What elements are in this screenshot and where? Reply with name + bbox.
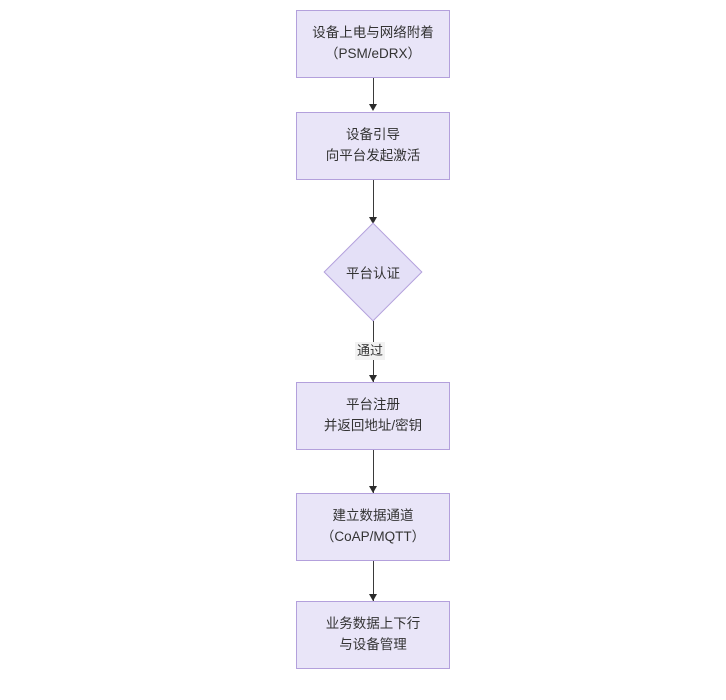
- node-platform-auth[interactable]: 平台认证: [323, 222, 423, 322]
- arrowhead-platform-auth: [368, 217, 377, 224]
- node-platform-register-line-2: 并返回地址/密钥: [323, 418, 423, 433]
- edge-register-to-data-channel: [373, 450, 374, 493]
- node-bootstrap[interactable]: 设备引导 向平台发起激活: [296, 112, 450, 180]
- arrowhead-service-data: [368, 594, 377, 601]
- node-data-channel[interactable]: 建立数据通道 （CoAP/MQTT）: [296, 493, 450, 561]
- arrowhead-platform-register: [368, 375, 377, 382]
- node-platform-register[interactable]: 平台注册 并返回地址/密钥: [296, 382, 450, 450]
- edge-power-on-to-bootstrap: [373, 78, 374, 106]
- node-service-data-line-2: 与设备管理: [339, 637, 407, 652]
- node-service-data-line-1: 业务数据上下行: [325, 616, 421, 632]
- node-data-channel-line-1: 建立数据通道: [332, 508, 414, 524]
- node-bootstrap-line-2: 向平台发起激活: [325, 148, 421, 163]
- node-platform-auth-label: 平台认证: [346, 266, 400, 281]
- node-power-on-line-2: （PSM/eDRX）: [324, 46, 422, 61]
- node-power-on[interactable]: 设备上电与网络附着 （PSM/eDRX）: [296, 10, 450, 78]
- edge-data-channel-to-service-data: [373, 561, 374, 601]
- node-platform-register-line-1: 平台注册: [346, 397, 400, 413]
- edge-bootstrap-to-platform-auth: [373, 180, 374, 221]
- edge-label-pass: 通过: [355, 342, 386, 360]
- node-service-data[interactable]: 业务数据上下行 与设备管理: [296, 601, 450, 669]
- arrowhead-data-channel: [368, 486, 377, 493]
- node-data-channel-line-2: （CoAP/MQTT）: [320, 529, 426, 544]
- node-bootstrap-line-1: 设备引导: [346, 127, 400, 143]
- node-power-on-line-1: 设备上电与网络附着: [312, 25, 434, 41]
- arrowhead-bootstrap: [368, 104, 377, 111]
